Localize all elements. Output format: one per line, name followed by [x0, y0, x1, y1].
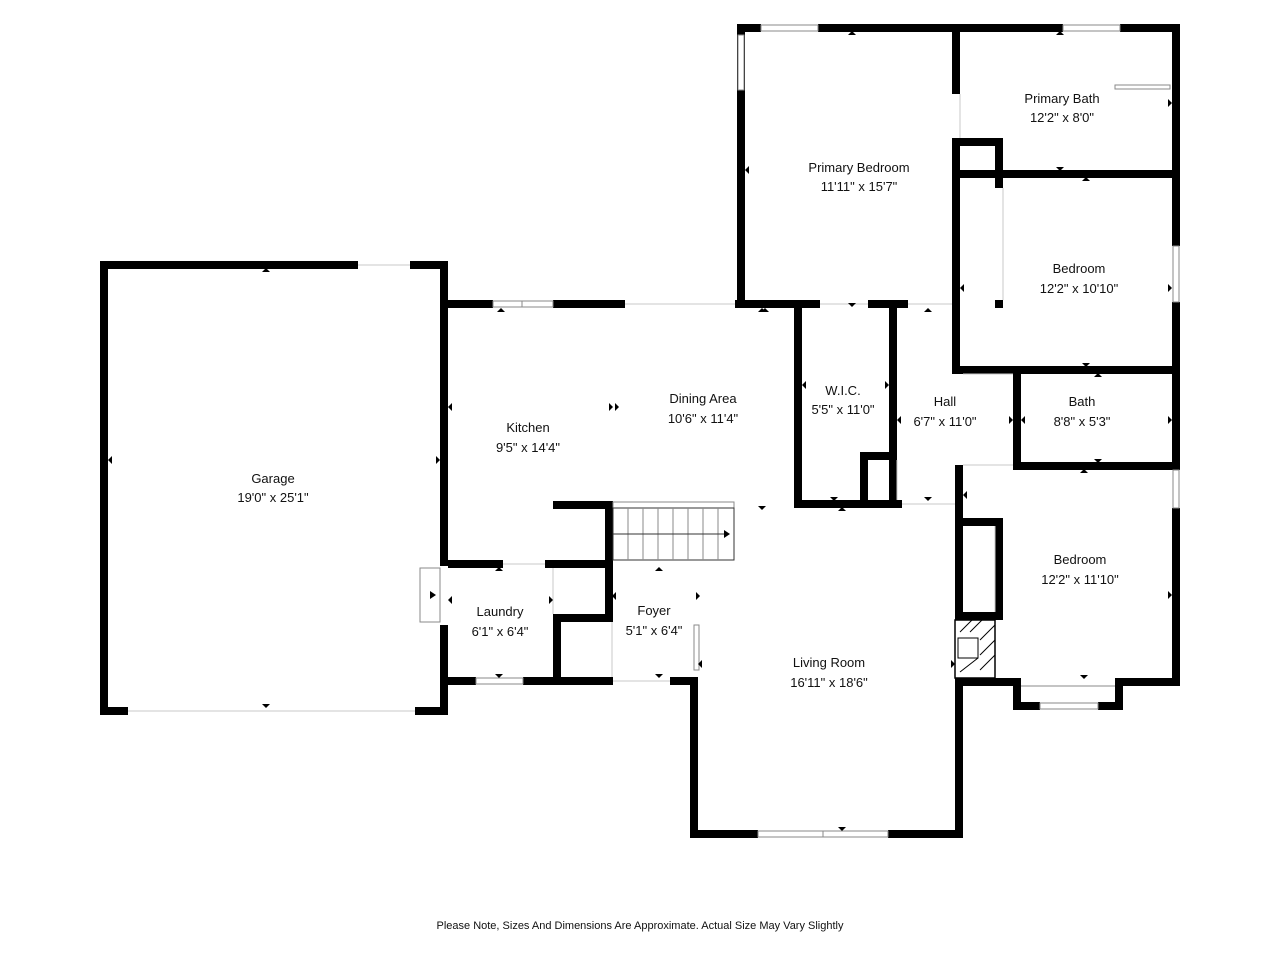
room-dim-foyer: 5'1" x 6'4": [626, 623, 683, 638]
room-dim-hall: 6'7" x 11'0": [913, 414, 976, 429]
staircase: [612, 501, 735, 561]
room-dim-primary-bedroom: 11'11" x 15'7": [821, 179, 898, 194]
door-openings: [503, 94, 1013, 682]
room-dim-living: 16'11" x 18'6": [790, 675, 868, 690]
room-name-kitchen: Kitchen: [506, 420, 549, 435]
room-dim-wic: 5'5" x 11'0": [811, 402, 874, 417]
garage-walls: [100, 261, 448, 715]
room-name-hall: Hall: [934, 394, 957, 409]
room-dim-kitchen: 9'5" x 14'4": [496, 440, 560, 455]
interior-walls: [448, 32, 1180, 685]
room-name-wic: W.I.C.: [825, 383, 860, 398]
room-dim-primary-bath: 12'2" x 8'0": [1030, 110, 1094, 125]
room-name-bedroom-2: Bedroom: [1054, 552, 1107, 567]
room-dim-garage: 19'0" x 25'1": [237, 490, 309, 505]
room-dim-bedroom-2: 12'2" x 11'10": [1041, 572, 1119, 587]
room-name-primary-bedroom: Primary Bedroom: [808, 160, 909, 175]
exterior-walls: [448, 24, 1180, 838]
room-name-bedroom-1: Bedroom: [1053, 261, 1106, 276]
dimension-markers: [108, 31, 1172, 831]
room-name-living: Living Room: [793, 655, 865, 670]
room-labels: Garage 19'0" x 25'1" Kitchen 9'5" x 14'4…: [237, 91, 1119, 690]
room-name-dining: Dining Area: [669, 391, 737, 406]
windows: [419, 24, 1180, 838]
room-name-foyer: Foyer: [637, 603, 671, 618]
room-name-garage: Garage: [251, 471, 294, 486]
room-dim-laundry: 6'1" x 6'4": [472, 624, 529, 639]
room-dim-bedroom-1: 12'2" x 10'10": [1040, 281, 1119, 296]
room-name-primary-bath: Primary Bath: [1024, 91, 1099, 106]
fireplace: [954, 619, 996, 679]
room-name-laundry: Laundry: [477, 604, 524, 619]
disclaimer-note: Please Note, Sizes And Dimensions Are Ap…: [436, 920, 844, 932]
room-dim-dining: 10'6" x 11'4": [668, 411, 739, 426]
room-name-bath: Bath: [1069, 394, 1096, 409]
room-dim-bath: 8'8" x 5'3": [1054, 414, 1111, 429]
